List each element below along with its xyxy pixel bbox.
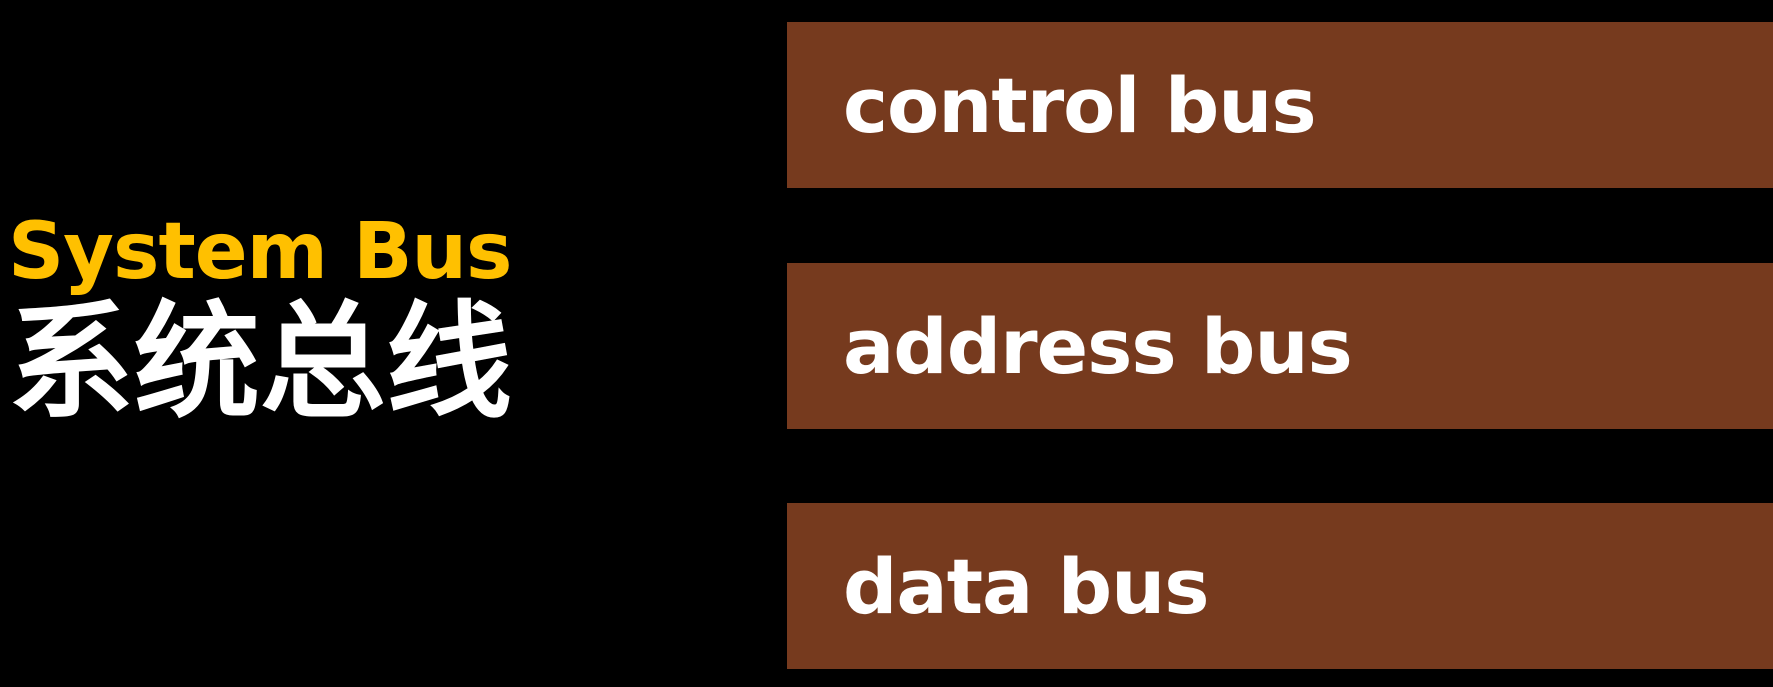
title-chinese: 系统总线	[8, 289, 512, 436]
control-bus-bar: control bus	[787, 22, 1773, 188]
title-block: System Bus 系统总线	[8, 205, 608, 433]
address-bus-label: address bus	[843, 301, 1353, 391]
control-bus-label: control bus	[843, 60, 1317, 150]
title-english: System Bus	[8, 207, 512, 297]
data-bus-label: data bus	[843, 541, 1210, 631]
address-bus-bar: address bus	[787, 263, 1773, 429]
data-bus-bar: data bus	[787, 503, 1773, 669]
